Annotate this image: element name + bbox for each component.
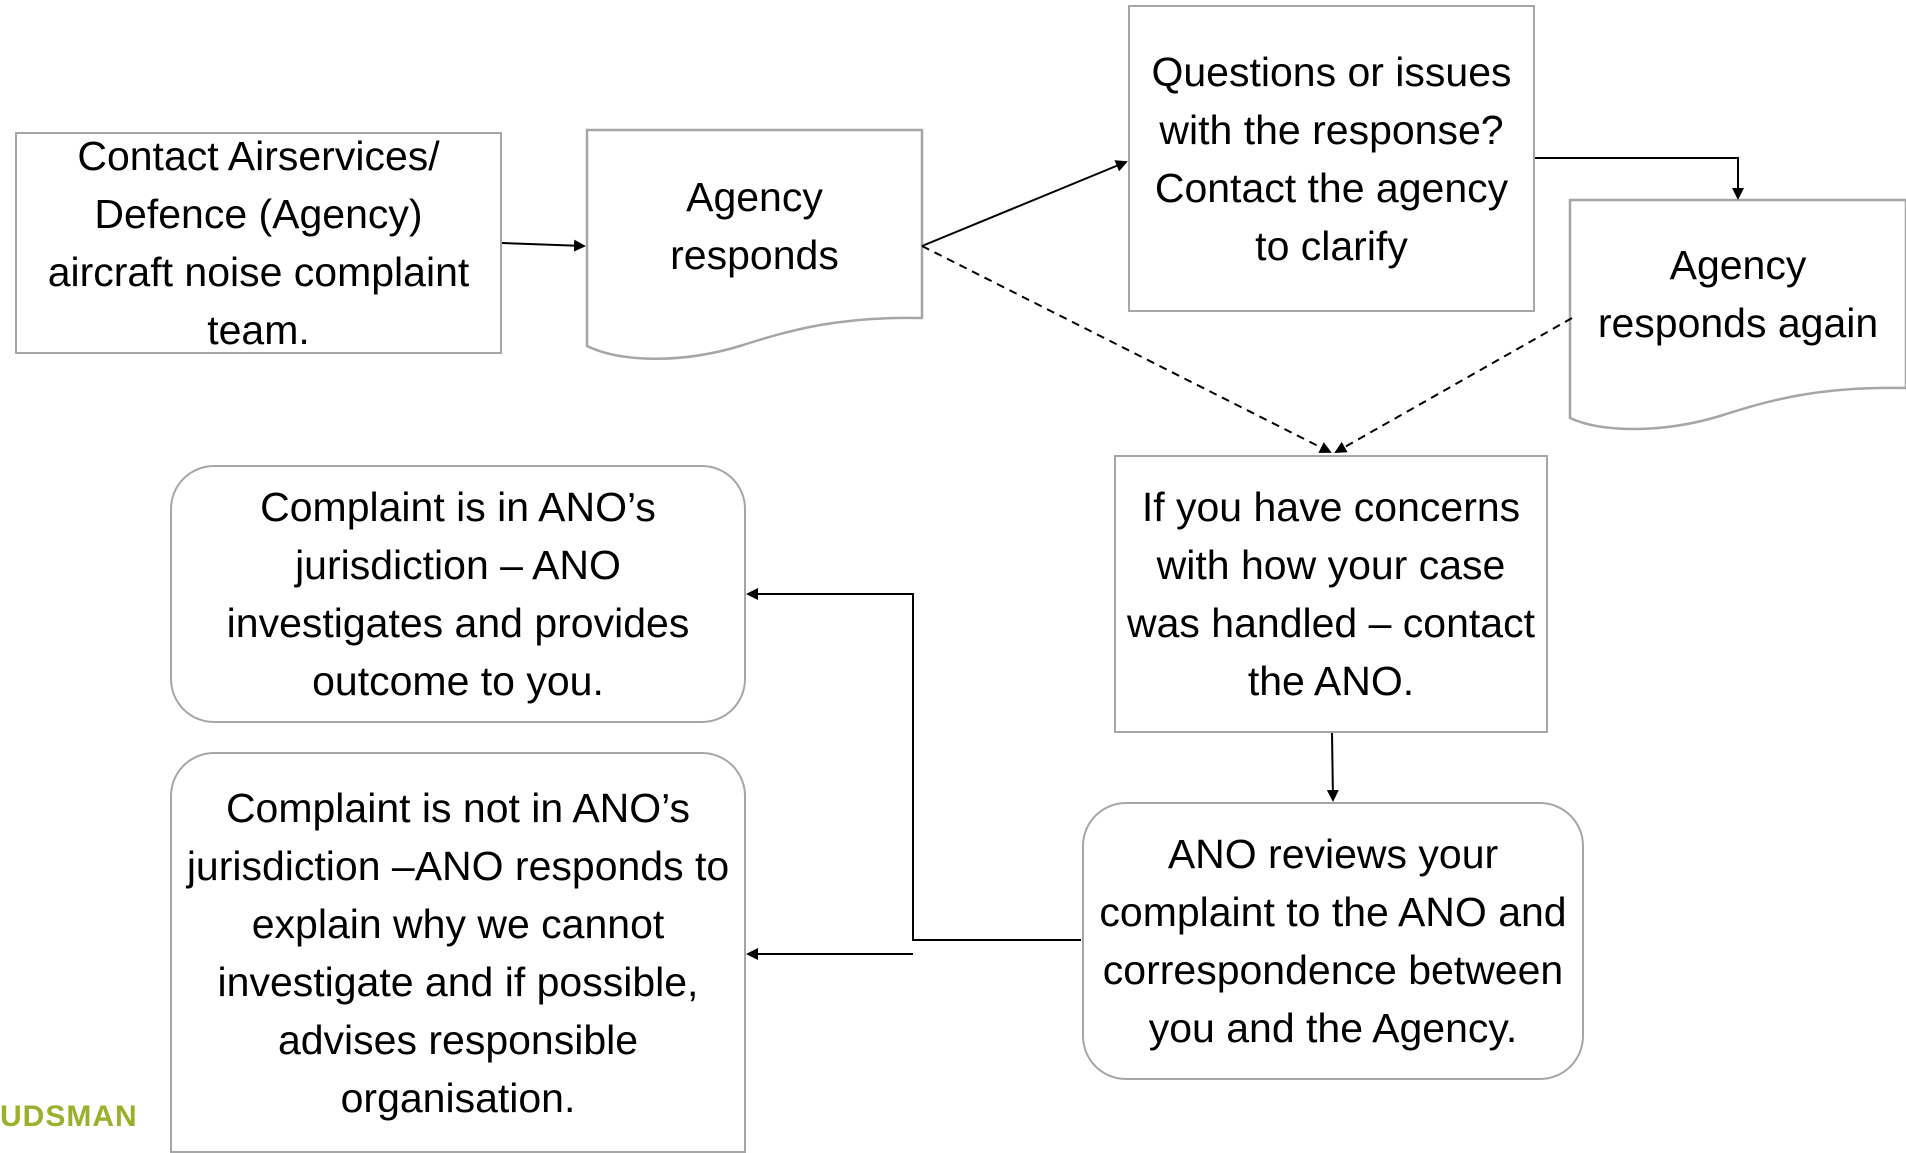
agency-responds-again-box: Agency responds again (1570, 200, 1906, 388)
agency-responds-shape (585, 128, 924, 360)
contact-agency-box: Contact Airservices/ Defence (Agency) ai… (15, 132, 502, 354)
contact-agency-text: Contact Airservices/ Defence (Agency) ai… (47, 133, 470, 353)
in-jurisdiction-box: Complaint is in ANO’s jurisdiction – ANO… (170, 465, 746, 723)
not-in-jurisdiction-text: Complaint is not in ANO’s jurisdiction –… (186, 784, 730, 1121)
questions-text: Questions or issues with the response? C… (1151, 48, 1512, 269)
not-in-jurisdiction-box: Complaint is not in ANO’s jurisdiction –… (170, 752, 746, 1153)
agency-responds-again-text: Agency responds again (1597, 242, 1879, 346)
ano-reviews-box: ANO reviews your complaint to the ANO an… (1082, 802, 1584, 1080)
agency-responds-again-shape (1568, 198, 1906, 431)
dashed-arrow-responds-to-concerns (921, 245, 1332, 453)
agency-responds-text: Agency responds (670, 174, 839, 278)
agency-responds-box: Agency responds (587, 130, 922, 318)
connector-reviews-to-split (746, 588, 1081, 941)
arrow-questions-to-again (1535, 157, 1744, 200)
ombudsman-logo-fragment: UDSMAN (0, 1100, 138, 1133)
concerns-box: If you have concerns with how your case … (1114, 455, 1548, 733)
arrow-responds-to-questions (921, 160, 1128, 247)
arrow-concerns-to-reviews (1326, 732, 1339, 802)
questions-box: Questions or issues with the response? C… (1128, 5, 1535, 312)
arrow-contact-to-responds (501, 239, 586, 252)
dashed-arrow-again-to-concerns (1334, 317, 1573, 453)
in-jurisdiction-text: Complaint is in ANO’s jurisdiction – ANO… (226, 484, 690, 704)
ano-reviews-text: ANO reviews your complaint to the ANO an… (1099, 831, 1567, 1051)
concerns-text: If you have concerns with how your case … (1127, 484, 1535, 704)
